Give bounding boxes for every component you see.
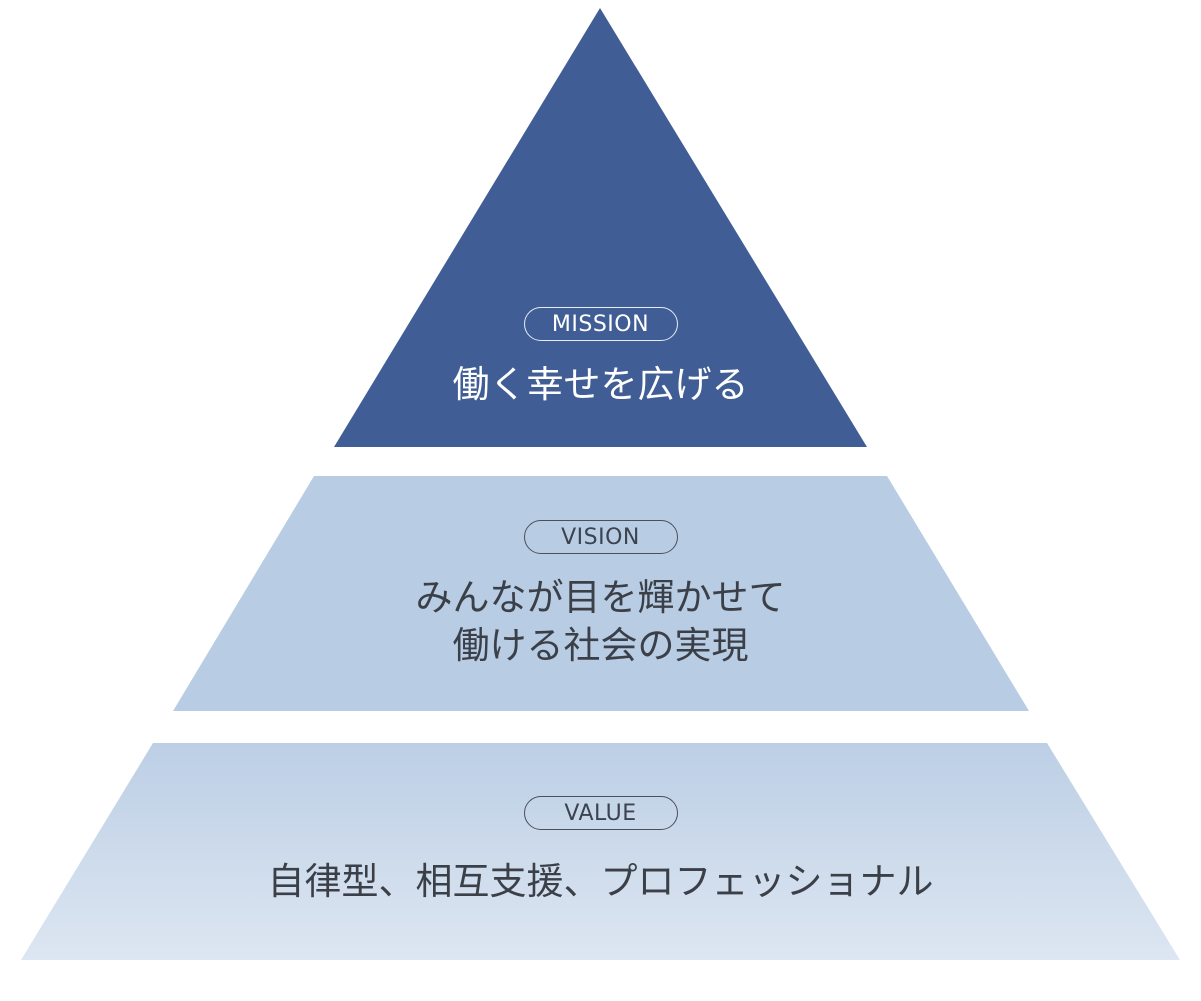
value-label-badge: VALUE bbox=[523, 796, 678, 830]
mission-tier: MISSION 働く幸せを広げる bbox=[0, 307, 1201, 409]
value-tier-shape bbox=[21, 743, 1180, 960]
mission-statement: 働く幸せを広げる bbox=[452, 363, 749, 406]
vision-tier-shape bbox=[173, 476, 1029, 711]
vision-statement: みんなが目を輝かせて 働ける社会の実現 bbox=[0, 574, 1201, 670]
vision-label-badge: VISION bbox=[523, 520, 678, 554]
value-statement: 自律型、相互支援、プロフェッショナル bbox=[267, 860, 934, 903]
vision-statement-line-2: 働ける社会の実現 bbox=[452, 624, 749, 667]
vision-statement-line-1: みんなが目を輝かせて bbox=[415, 576, 786, 619]
mission-tier-shape bbox=[334, 8, 867, 447]
value-tier: VALUE 自律型、相互支援、プロフェッショナル bbox=[0, 796, 1201, 906]
mission-label-badge: MISSION bbox=[523, 307, 678, 341]
vision-tier: VISION みんなが目を輝かせて 働ける社会の実現 bbox=[0, 520, 1201, 670]
